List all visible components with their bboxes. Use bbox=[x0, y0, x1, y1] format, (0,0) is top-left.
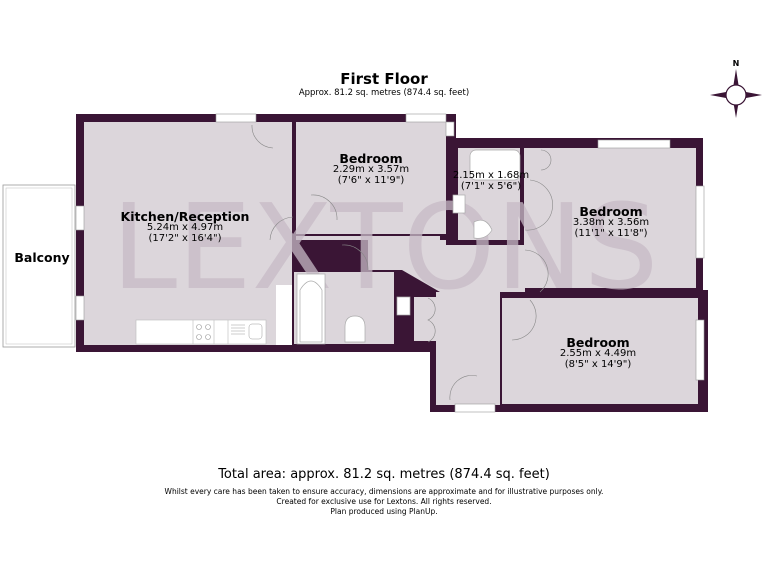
room-label-ensuite: 2.15m x 1.68m (7'1" x 5'6") bbox=[452, 170, 530, 192]
toilet-icon bbox=[344, 315, 366, 343]
ensuite-basin-icon bbox=[452, 194, 466, 214]
balcony-area bbox=[2, 184, 76, 348]
room-label-bedroom-3: Bedroom 2.55m x 4.49m (8'5" x 14'9") bbox=[559, 335, 637, 370]
bathtub-icon bbox=[299, 280, 323, 343]
basin-icon bbox=[396, 296, 411, 316]
floor-title: First Floor bbox=[340, 70, 428, 88]
room-label-balcony: Balcony bbox=[14, 250, 70, 265]
sink-drainer-icon bbox=[231, 323, 263, 340]
disclaimer-credit: Created for exclusive use for Lextons. A… bbox=[276, 497, 492, 506]
watermark-logo: LEXTONS bbox=[111, 178, 658, 316]
room-label-kitchen-reception: Kitchen/Reception 5.24m x 4.97m (17'2" x… bbox=[120, 209, 250, 244]
floor-area-subtitle: Approx. 81.2 sq. metres (874.4 sq. feet) bbox=[298, 88, 470, 98]
ensuite-toilet-icon bbox=[473, 219, 493, 239]
windows bbox=[75, 113, 705, 413]
room-label-bedroom-1: Bedroom 2.29m x 3.57m (7'6" x 11'9") bbox=[332, 151, 410, 186]
hob-icon bbox=[196, 324, 211, 340]
door-swings bbox=[251, 124, 553, 401]
compass-north-icon: N bbox=[710, 59, 762, 118]
compass-n-label: N bbox=[733, 59, 740, 68]
total-area: Total area: approx. 81.2 sq. metres (874… bbox=[218, 467, 550, 482]
kitchen-units bbox=[135, 319, 267, 345]
bathroom-fixtures bbox=[276, 149, 521, 345]
room-label-bedroom-2: Bedroom 3.38m x 3.56m (11'1" x 11'8") bbox=[572, 204, 650, 239]
disclaimer-accuracy: Whilst every care has been taken to ensu… bbox=[164, 487, 604, 496]
disclaimer-produced: Plan produced using PlanUp. bbox=[330, 507, 438, 516]
disclaimer: Whilst every care has been taken to ensu… bbox=[0, 487, 768, 517]
shower-icon bbox=[469, 149, 521, 181]
